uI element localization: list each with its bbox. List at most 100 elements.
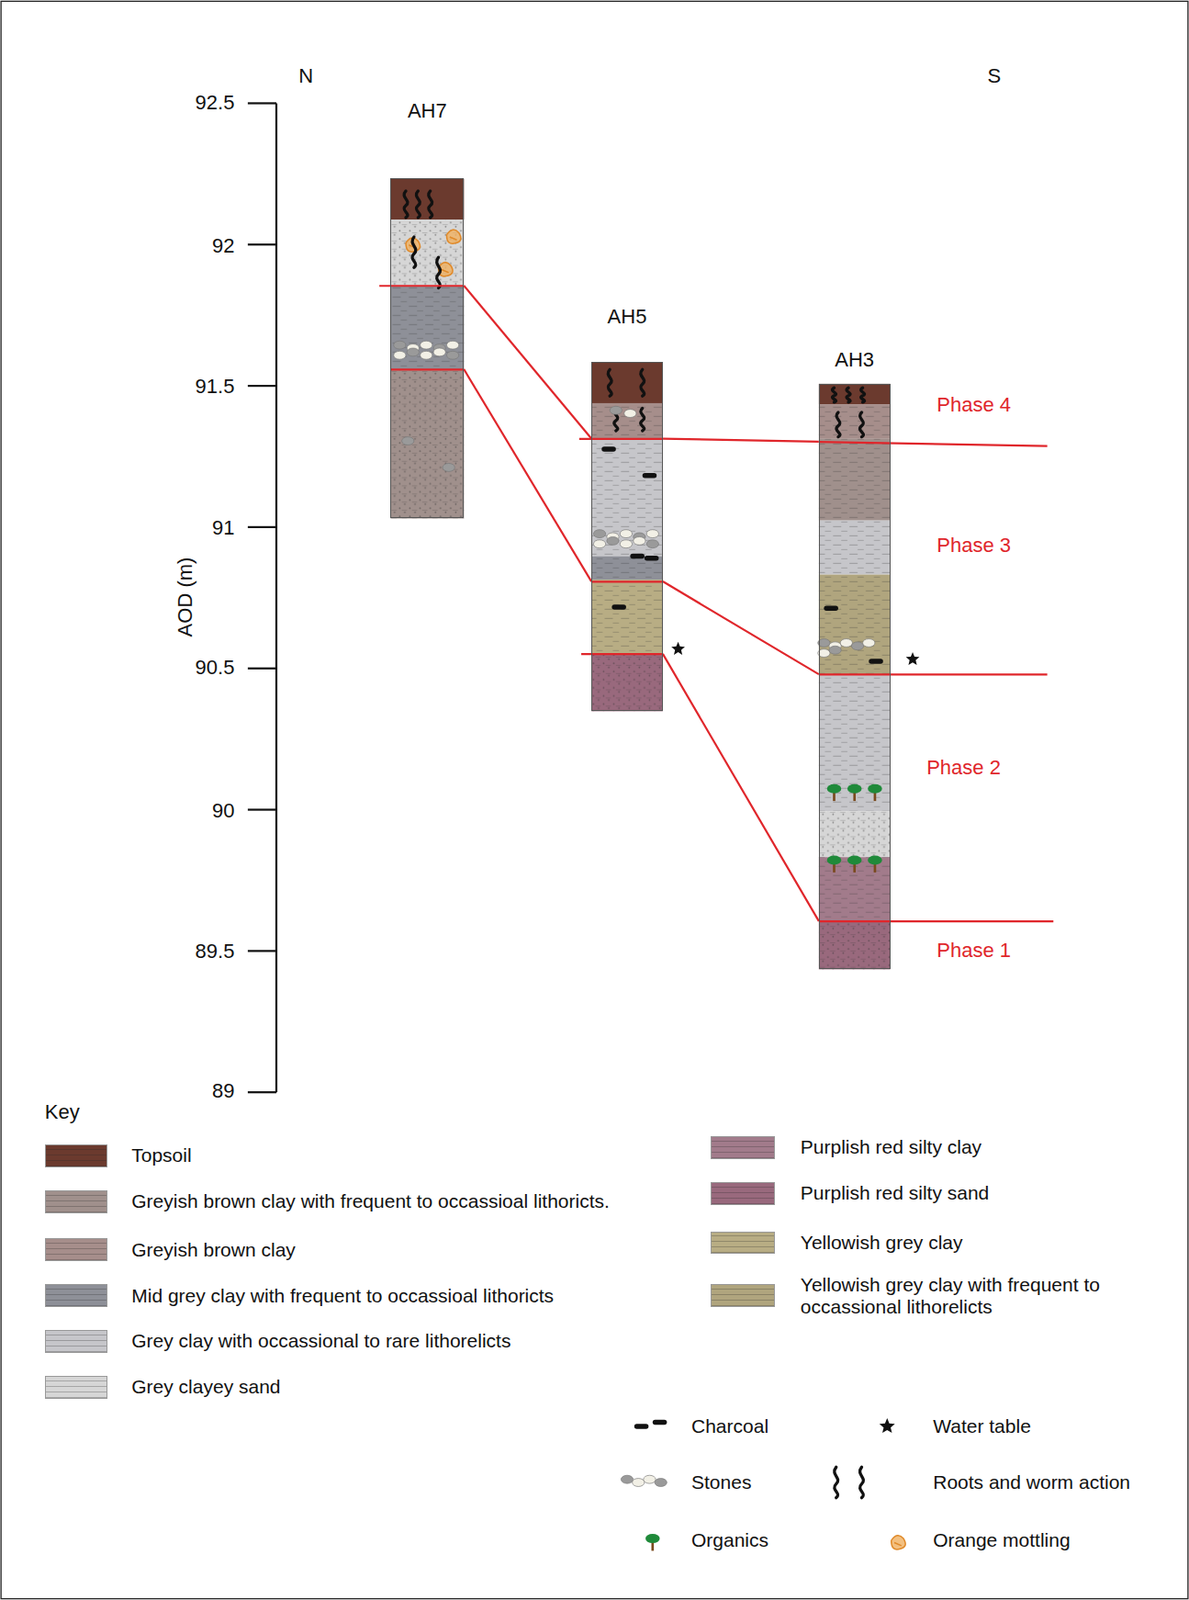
soil-texture: [591, 403, 663, 439]
soil-layer: [390, 369, 464, 518]
legend-swatch: [44, 1144, 108, 1167]
correlation-line: [818, 919, 1054, 922]
axis-title: AOD (m): [173, 556, 197, 637]
legend-text: Purplish red silty sand: [800, 1181, 989, 1204]
soil-layer: [818, 673, 891, 811]
water-table-star: [671, 641, 685, 655]
stone: [646, 529, 659, 539]
soil-texture: [591, 653, 663, 711]
stone: [632, 1478, 645, 1487]
borehole-column: AH3: [818, 383, 891, 970]
borehole-column: AH7: [390, 178, 464, 518]
axis-tick: [247, 384, 277, 387]
borehole-label: AH3: [834, 347, 875, 371]
soil-texture: [390, 219, 464, 286]
stone: [624, 409, 637, 418]
stone: [840, 639, 853, 648]
tick-label: 92: [212, 234, 235, 258]
soil-texture: [818, 810, 891, 857]
tick-label: 90: [212, 798, 235, 822]
charcoal: [823, 605, 839, 611]
correlation-line: [591, 580, 663, 583]
soil-layer: [818, 810, 891, 857]
stone: [593, 529, 606, 539]
stone: [442, 462, 455, 472]
legend-text: Orange mottling: [932, 1528, 1070, 1551]
phase-label: Phase 4: [936, 392, 1011, 416]
stone: [633, 536, 646, 545]
correlation-line: [818, 673, 1048, 675]
legend-text: Mid grey clay with frequent to occassioa…: [131, 1283, 554, 1306]
legend-swatch: [44, 1329, 108, 1352]
legend-text: Grey clayey sand: [131, 1375, 281, 1398]
soil-texture: [818, 520, 891, 575]
soil-layer: [591, 438, 663, 557]
orange-mottle: [891, 1535, 906, 1549]
charcoal: [642, 472, 658, 479]
stone: [402, 437, 415, 446]
root-mark: [640, 369, 645, 396]
organics-mark: [645, 1533, 661, 1550]
organics-mark: [847, 784, 863, 801]
correlation-line: [581, 652, 663, 655]
root-mark: [846, 387, 851, 403]
stone: [446, 340, 459, 349]
stone: [863, 639, 875, 648]
soil-layer: [818, 403, 891, 439]
stone: [420, 340, 433, 349]
soil-layer: [591, 556, 663, 581]
legend-swatch: [710, 1181, 775, 1204]
axis-line: [275, 102, 278, 1092]
stone: [433, 347, 446, 357]
stone: [851, 641, 864, 651]
axis-tick: [247, 667, 277, 670]
stone: [446, 350, 459, 359]
water-table-star: [906, 651, 920, 665]
soil-layer: [818, 383, 891, 404]
soil-layer: [591, 403, 663, 439]
soil-texture: [818, 438, 891, 521]
soil-texture: [818, 920, 891, 969]
stone: [829, 645, 842, 654]
stone: [619, 529, 632, 539]
stone: [420, 350, 433, 359]
legend-text: Organics: [691, 1528, 769, 1551]
organics-mark: [867, 784, 883, 801]
root-mark: [412, 236, 416, 268]
orange-mottle: [446, 229, 460, 244]
stone: [646, 539, 659, 549]
soil-layer: [390, 285, 464, 370]
soil-texture: [390, 369, 464, 518]
legend-swatch: [710, 1135, 775, 1158]
correlation-connector: [463, 369, 592, 582]
stone: [654, 1478, 667, 1487]
charcoal: [601, 446, 617, 452]
organics-mark: [827, 855, 842, 873]
stone: [619, 539, 632, 549]
axis-tick: [247, 526, 277, 528]
root-mark: [437, 257, 441, 288]
soil-layer: [591, 362, 663, 404]
correlation-connector: [463, 285, 592, 439]
soil-layer: [591, 579, 663, 654]
root-mark: [415, 190, 420, 218]
tick-label: 90.5: [195, 656, 236, 680]
root-mark: [834, 1466, 839, 1497]
charcoal: [634, 1423, 650, 1429]
correlation-connector: [662, 653, 819, 921]
root-mark: [860, 412, 864, 438]
stone: [620, 1474, 633, 1483]
legend-text: Purplish red silty clay: [800, 1135, 982, 1158]
organics-mark: [847, 855, 863, 873]
root-mark: [403, 190, 408, 218]
legend-text: Grey clay with occassional to rare litho…: [131, 1329, 511, 1352]
root-mark: [607, 369, 612, 396]
soil-texture: [591, 438, 663, 557]
root-mark: [861, 387, 865, 403]
charcoal: [611, 604, 627, 610]
axis-tick: [247, 101, 277, 104]
legend-swatch: [44, 1283, 108, 1306]
legend-swatch: [44, 1237, 108, 1260]
